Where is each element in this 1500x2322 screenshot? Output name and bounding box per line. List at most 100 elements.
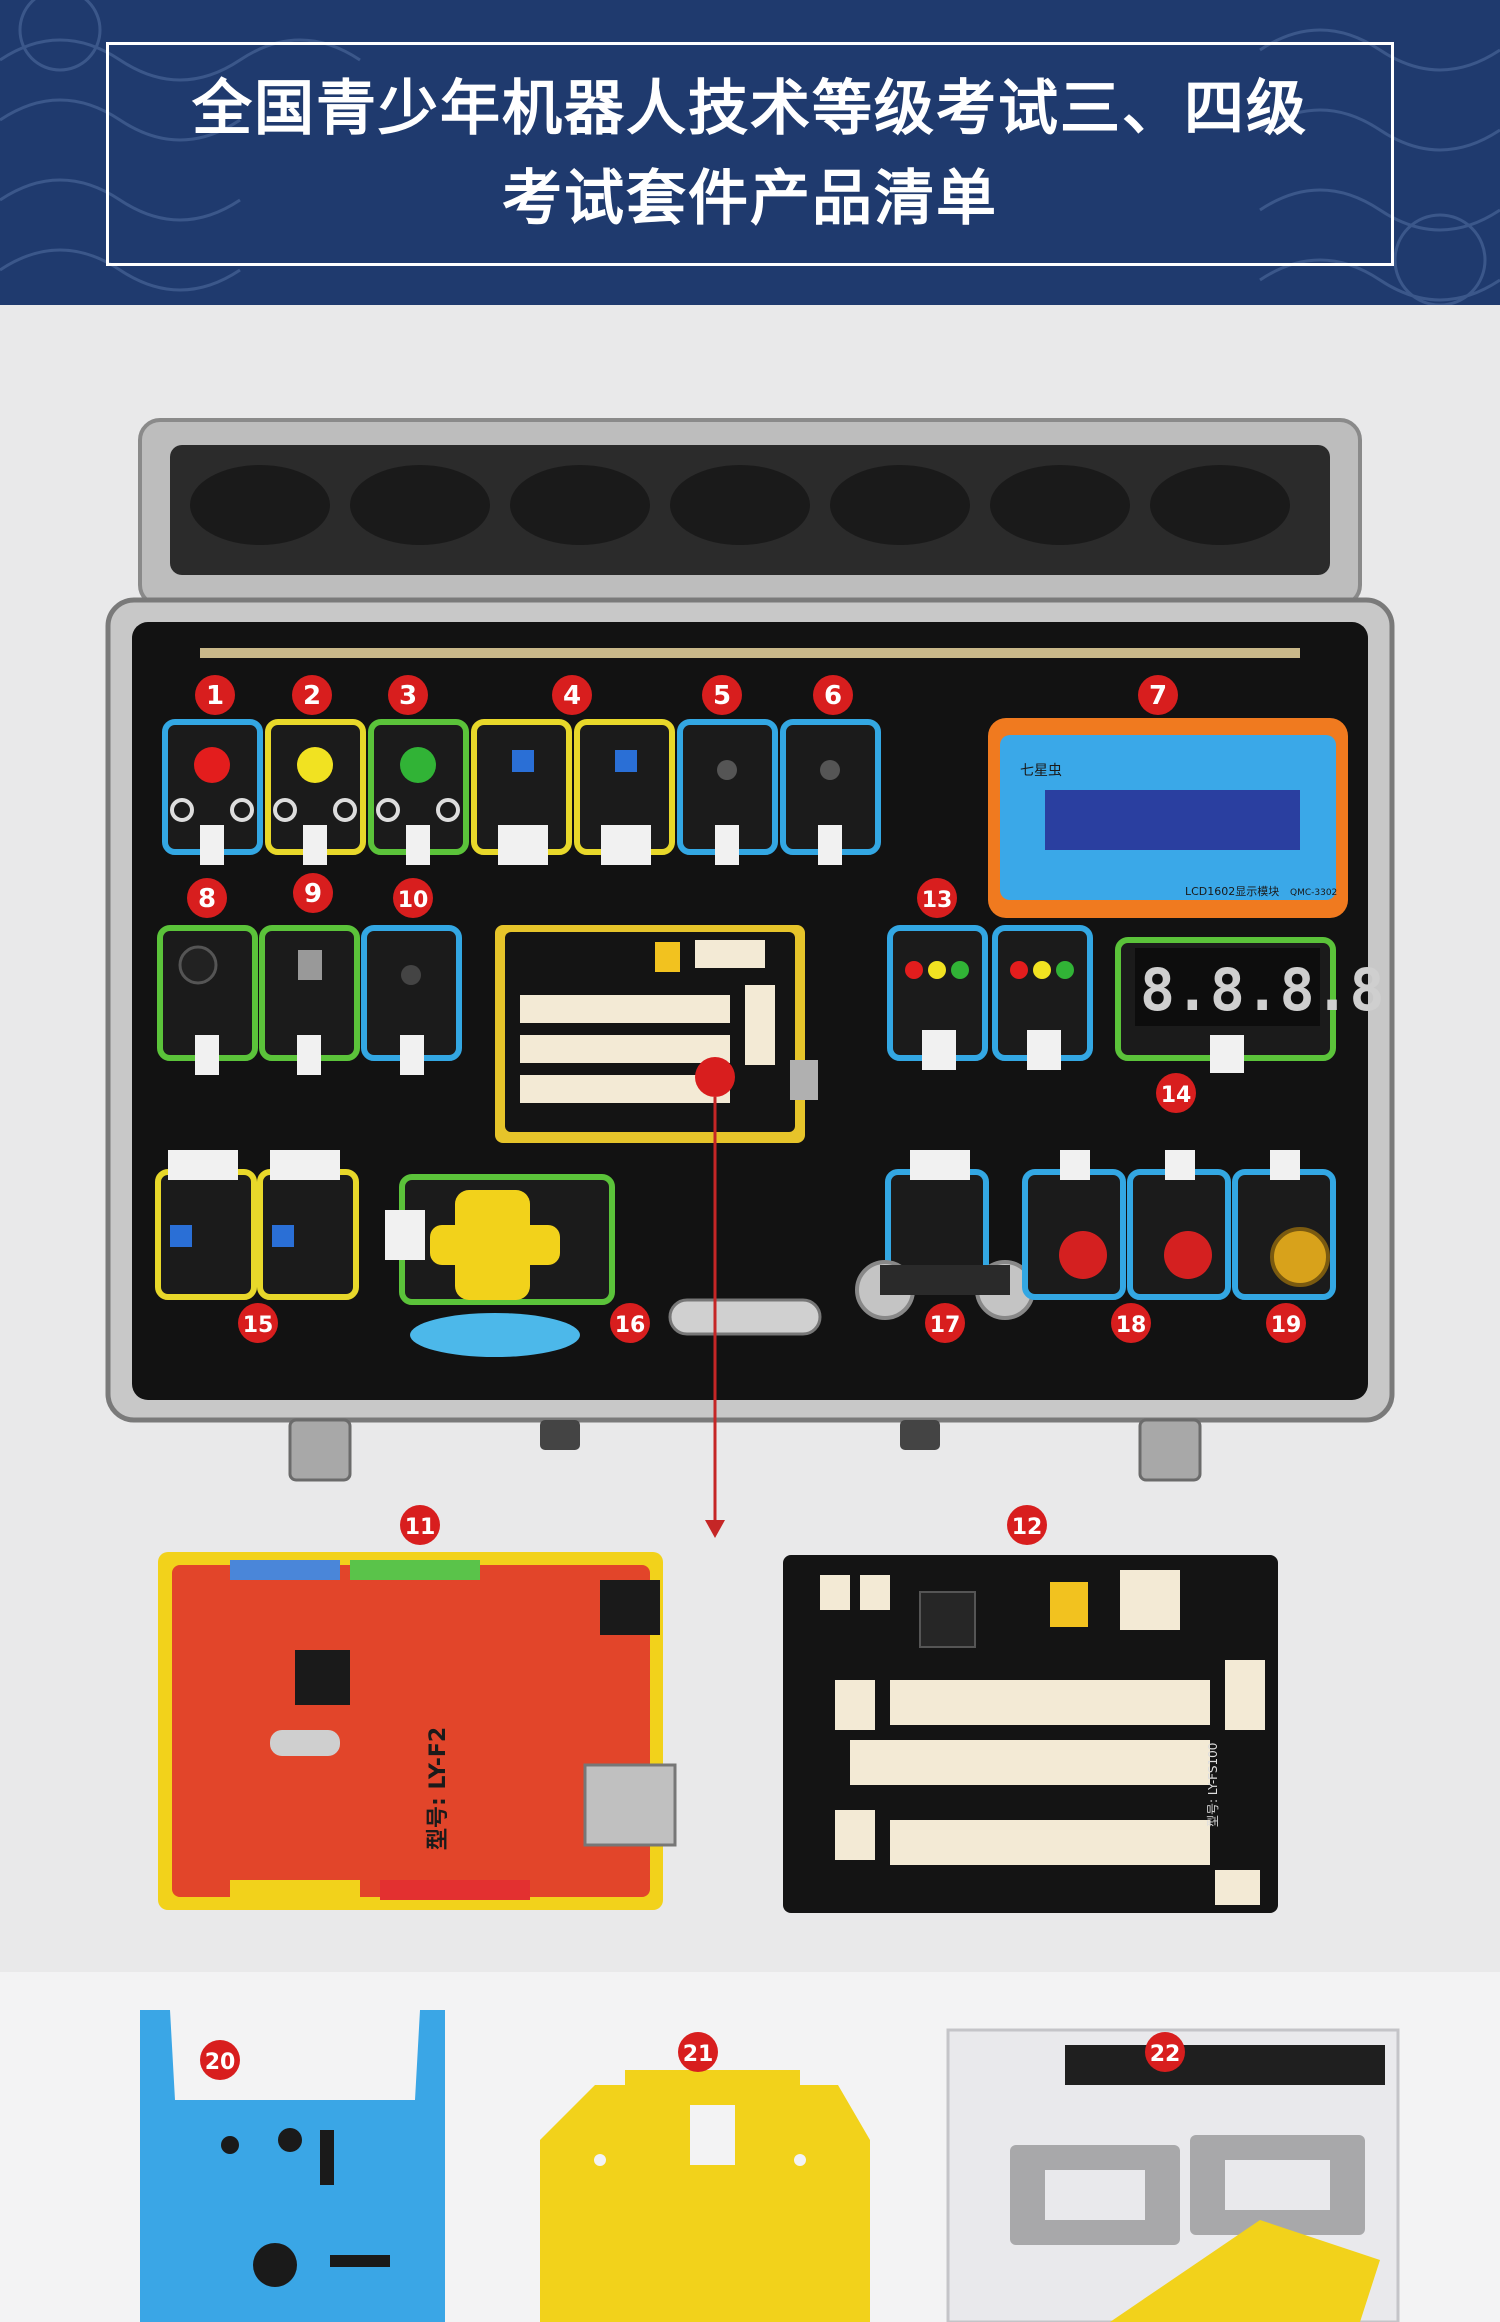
badge-11: 11 xyxy=(400,1505,440,1545)
badge-7: 7 xyxy=(1138,675,1178,715)
buzzer-module xyxy=(157,925,258,1075)
led-module-red xyxy=(162,719,263,865)
badge-circle xyxy=(1266,1303,1306,1343)
badge-1: 1 xyxy=(195,675,235,715)
badge-2: 2 xyxy=(292,675,332,715)
module-row-3 xyxy=(155,1150,1336,1357)
badge-circle xyxy=(195,675,235,715)
badge-number: 15 xyxy=(243,1313,274,1338)
expansion-shield-board: 型号: LY-FS100 xyxy=(783,1555,1278,1913)
button-module-a xyxy=(1022,1150,1126,1300)
badge-circle xyxy=(678,2032,718,2072)
badge-number: 3 xyxy=(399,681,417,711)
badge-20: 20 xyxy=(200,2040,240,2080)
badge-number: 9 xyxy=(304,879,322,909)
badge-number: 22 xyxy=(1150,2042,1181,2067)
badge-number: 17 xyxy=(930,1313,961,1338)
badge-number: 16 xyxy=(615,1313,646,1338)
badge-circle xyxy=(238,1303,278,1343)
led-module-green xyxy=(368,719,469,865)
sensor-module-9 xyxy=(259,925,360,1075)
badge-number: 4 xyxy=(563,681,581,711)
badge-22: 22 xyxy=(1145,2032,1185,2072)
badge-circle xyxy=(702,675,742,715)
badge-15: 15 xyxy=(238,1303,278,1343)
light-sensor-module-a xyxy=(471,719,572,865)
traffic-light-modules xyxy=(887,925,1093,1070)
badge-3: 3 xyxy=(388,675,428,715)
lcd-name: LCD1602显示模块 xyxy=(1185,885,1279,898)
header-banner: 全国青少年机器人技术等级考试三、四级 考试套件产品清单 xyxy=(0,0,1500,305)
sensor-module-10 xyxy=(361,925,462,1075)
badge-circle xyxy=(925,1303,965,1343)
sensor-module-6 xyxy=(780,719,881,865)
badge-number: 14 xyxy=(1161,1083,1192,1108)
badge-circle xyxy=(1007,1505,1047,1545)
badge-number: 20 xyxy=(205,2050,236,2075)
badge-21: 21 xyxy=(678,2032,718,2072)
badge-number: 1 xyxy=(206,681,224,711)
badge-circle xyxy=(813,675,853,715)
seven-segment-module: 8.8.8.8 xyxy=(1115,937,1384,1073)
line-tracker-module-a xyxy=(155,1150,257,1300)
badge-circle xyxy=(1111,1303,1151,1343)
badge-13: 13 xyxy=(917,878,957,918)
badge-circle xyxy=(187,878,227,918)
kit-product-photo: 七星虫 LCD1602显示模块 QMC-3302 xyxy=(0,418,1500,2322)
badge-9: 9 xyxy=(293,873,333,913)
badge-circle xyxy=(610,1303,650,1343)
badge-circle xyxy=(552,675,592,715)
module-row-1 xyxy=(162,719,881,865)
sensor-module-5 xyxy=(677,719,778,865)
badge-14: 14 xyxy=(1156,1073,1196,1113)
badge-number: 6 xyxy=(824,681,842,711)
page-title-line-2: 考试套件产品清单 xyxy=(502,164,998,234)
badge-5: 5 xyxy=(702,675,742,715)
badge-circle xyxy=(400,1505,440,1545)
pointer-arrow xyxy=(705,1097,725,1538)
badge-circle xyxy=(388,675,428,715)
badge-circle xyxy=(1145,2032,1185,2072)
motor-fan-module xyxy=(385,1174,615,1357)
title-frame: 全国青少年机器人技术等级考试三、四级 考试套件产品清单 xyxy=(106,42,1394,266)
badge-circle xyxy=(292,675,332,715)
badge-18: 18 xyxy=(1111,1303,1151,1343)
badge-circle xyxy=(200,2040,240,2080)
wave-pattern xyxy=(0,0,1500,305)
badge-circle xyxy=(393,878,433,918)
badge-number: 2 xyxy=(303,681,321,711)
badge-circle xyxy=(917,878,957,918)
badge-number: 10 xyxy=(398,888,429,913)
shield-board-in-case xyxy=(495,925,818,1143)
page-title-line-1: 全国青少年机器人技术等级考试三、四级 xyxy=(192,74,1308,144)
badge-19: 19 xyxy=(1266,1303,1306,1343)
badge-17: 17 xyxy=(925,1303,965,1343)
badge-circle xyxy=(293,873,333,913)
badge-number: 11 xyxy=(405,1515,436,1540)
lcd1602-module: 七星虫 LCD1602显示模块 QMC-3302 xyxy=(988,718,1348,918)
lcd-brand: 七星虫 xyxy=(1020,763,1062,779)
badge-number: 7 xyxy=(1149,681,1167,711)
badge-12: 12 xyxy=(1007,1505,1047,1545)
led-module-yellow xyxy=(265,719,366,865)
lcd-model: QMC-3302 xyxy=(1290,888,1337,898)
badge-6: 6 xyxy=(813,675,853,715)
badge-number: 12 xyxy=(1012,1515,1043,1540)
light-sensor-module-b xyxy=(574,719,675,865)
bottom-parts-strip xyxy=(0,1972,1500,2322)
badge-number: 21 xyxy=(683,2042,714,2067)
potentiometer-module xyxy=(1232,1150,1336,1300)
badge-16: 16 xyxy=(610,1303,650,1343)
badge-circle xyxy=(1138,675,1178,715)
bagged-parts xyxy=(946,2028,1400,2322)
badge-number: 18 xyxy=(1116,1313,1147,1338)
badge-number: 13 xyxy=(922,888,953,913)
line-tracker-module-b xyxy=(257,1150,359,1300)
badge-10: 10 xyxy=(393,878,433,918)
badge-8: 8 xyxy=(187,878,227,918)
badge-number: 8 xyxy=(198,884,216,914)
metal-chassis xyxy=(140,2010,445,2322)
module-row-2 xyxy=(157,925,462,1075)
acrylic-plate xyxy=(540,2070,870,2322)
badge-number: 19 xyxy=(1271,1313,1302,1338)
